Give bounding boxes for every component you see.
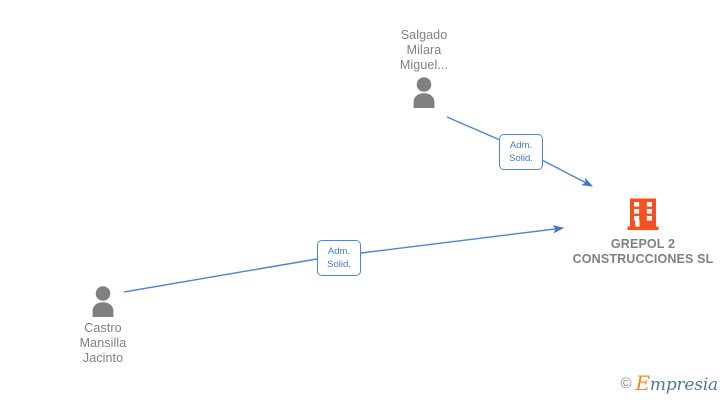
edge-label-bottom-line2: Solid. <box>327 259 351 270</box>
edge-top-segment-out <box>541 159 593 187</box>
copyright-icon: © <box>620 375 632 392</box>
edge-label-bottom[interactable]: Adm. Solid. <box>317 240 361 276</box>
brand-rest: mpresia <box>649 375 718 395</box>
company-label: GREPOL 2 CONSTRUCCIONES SL <box>572 237 714 266</box>
brand-initial: E <box>635 371 651 395</box>
watermark: © Empresia <box>620 373 718 394</box>
edge-label-bottom-line1: Adm. <box>327 246 351 257</box>
person-icon <box>92 286 114 317</box>
person-icon <box>413 77 435 108</box>
brand-name: Empresia <box>636 373 719 394</box>
node-company[interactable]: GREPOL 2 CONSTRUCCIONES SL <box>533 197 728 267</box>
edge-label-top-line1: Adm. <box>509 140 533 151</box>
building-icon <box>627 198 659 231</box>
node-person-bottom[interactable]: Castro Mansilla Jacinto <box>33 285 173 366</box>
edge-label-top-line2: Solid. <box>509 153 533 164</box>
person-top-label: Salgado Milara Miguel... <box>399 28 449 72</box>
person-bottom-label: Castro Mansilla Jacinto <box>79 321 127 365</box>
node-person-top[interactable]: Salgado Milara Miguel... <box>354 28 494 108</box>
edge-top-segment-in <box>446 116 501 141</box>
edge-label-top[interactable]: Adm. Solid. <box>499 134 543 170</box>
